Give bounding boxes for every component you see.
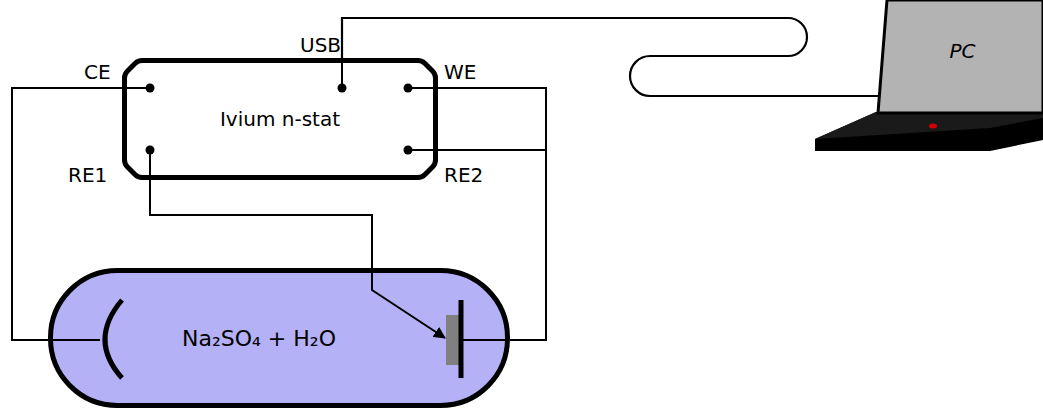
laptop-keyboard (815, 112, 1043, 151)
laptop-deck (815, 112, 1043, 139)
counter-lead (50, 339, 100, 341)
terminal-label: RE2 (444, 165, 483, 185)
terminal-dot (146, 84, 155, 93)
terminal-dot (404, 146, 413, 155)
node-label: PC (949, 39, 975, 63)
node-label: Ivium n-stat (220, 107, 340, 131)
working-lead (462, 339, 508, 341)
cell-node: Na₂SO₄ + H₂O (48, 268, 510, 408)
potentiostat-box: Ivium n-stat (122, 58, 438, 180)
terminal-label: CE (84, 62, 111, 82)
terminal-label: RE1 (68, 165, 107, 185)
terminal-label: USB (300, 35, 341, 55)
electrolyte-cell (51, 271, 508, 406)
node-label: Na₂SO₄ + H₂O (182, 326, 336, 351)
working-electrode-film (446, 315, 459, 365)
power-led (929, 124, 937, 129)
computer-node: PC (870, 0, 1043, 113)
working-electrode (459, 300, 464, 378)
laptop-screen (878, 0, 1043, 113)
terminal-dot (338, 84, 347, 93)
potentiostat-housing (125, 61, 436, 178)
terminal-dot (146, 146, 155, 155)
terminal-dot (404, 84, 413, 93)
terminal-label: WE (444, 62, 476, 82)
counter-electrode (105, 300, 122, 378)
